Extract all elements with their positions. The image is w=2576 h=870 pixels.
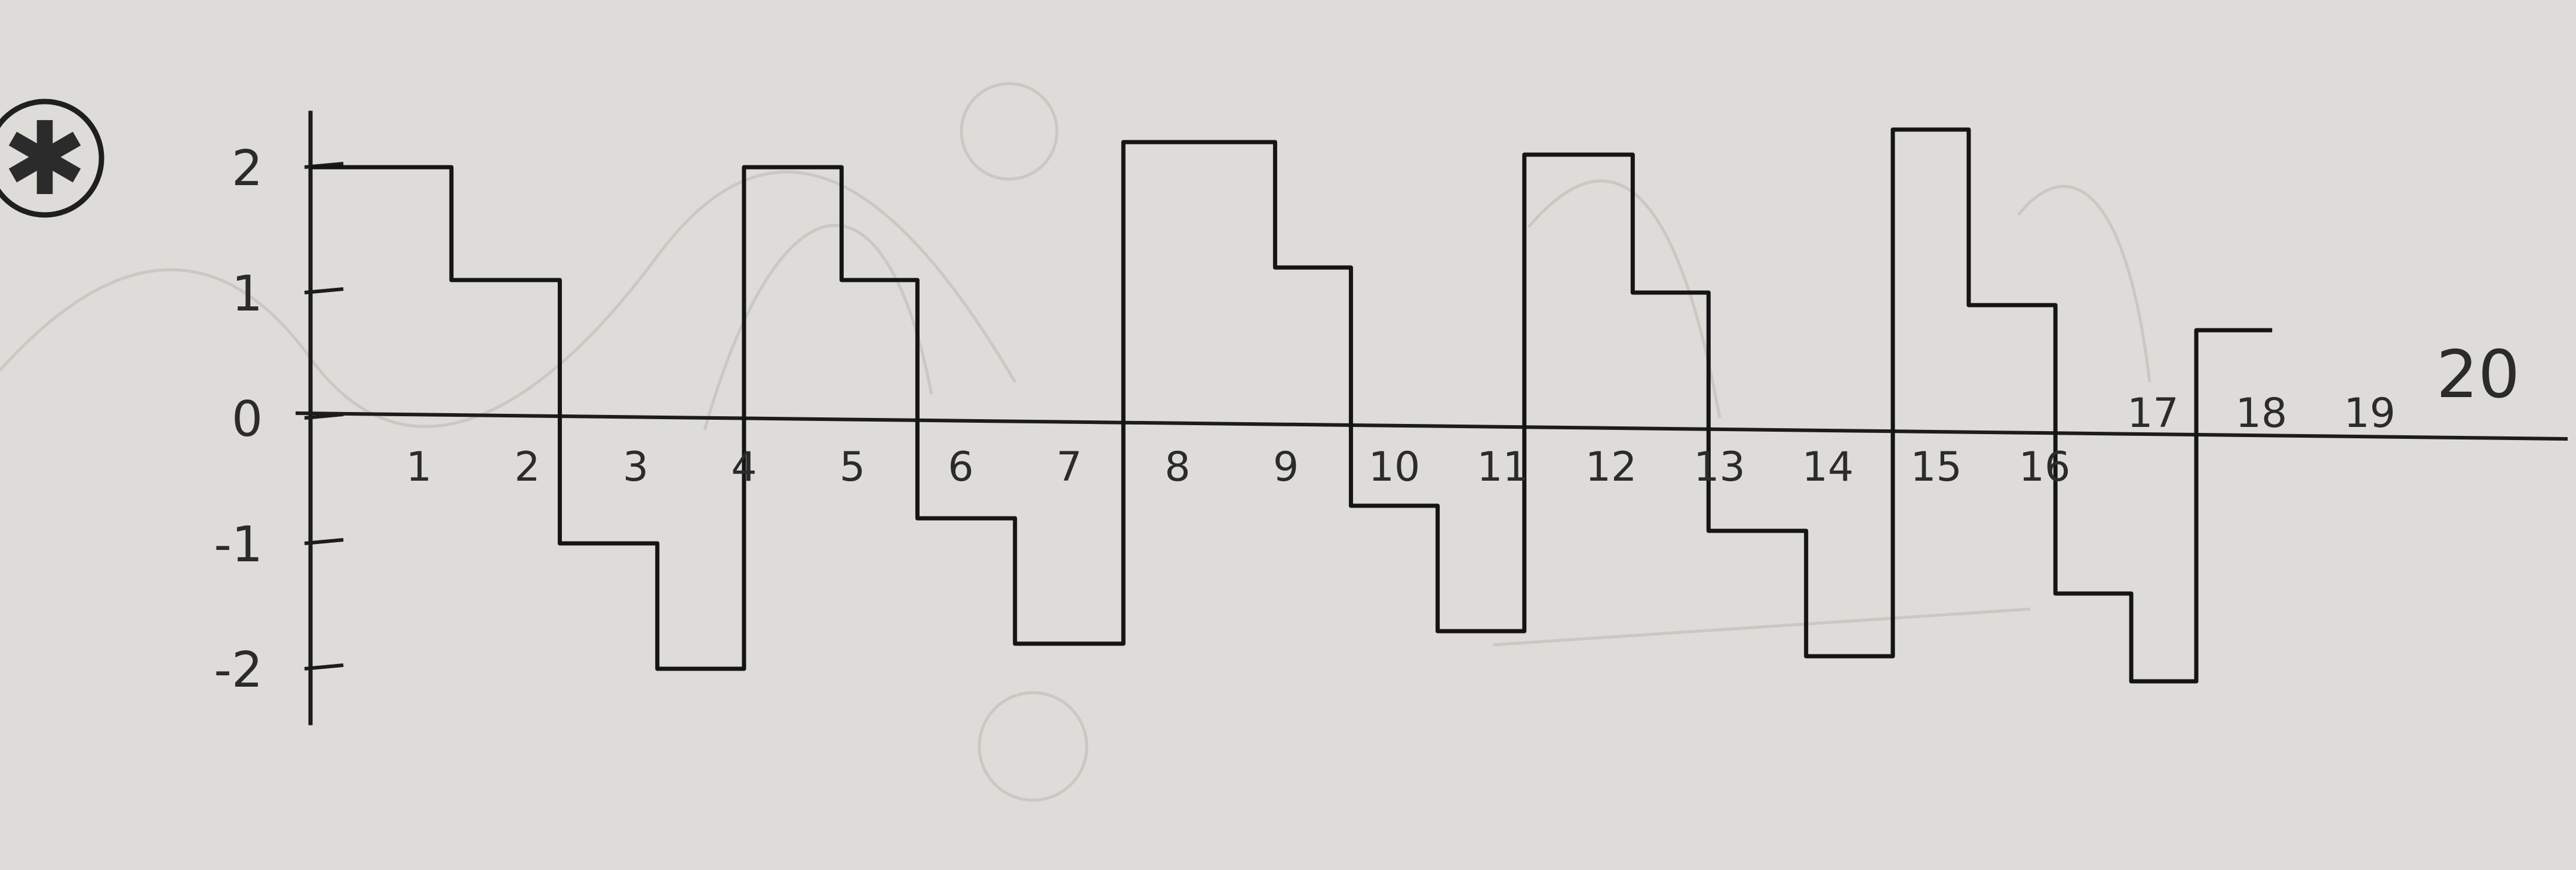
- bleed-through-marks: [0, 82, 2151, 802]
- y-tick-mark: [304, 287, 344, 294]
- y-tick-label: 1: [232, 266, 263, 322]
- x-tick-label: 16: [2019, 444, 2071, 491]
- x-tick-label: 2: [514, 444, 540, 491]
- x-tick-label: 3: [623, 444, 648, 491]
- x-axis-line: [295, 411, 2568, 441]
- y-tick-label: -2: [214, 642, 263, 699]
- series-layer: [311, 127, 2273, 684]
- axes: [295, 110, 2568, 725]
- x-tick-label: 9: [1273, 444, 1299, 491]
- asterisk-annotation: ✱: [0, 99, 104, 219]
- x-tick-label: 11: [1477, 444, 1529, 491]
- x-tick-label: 20: [2436, 336, 2520, 413]
- x-tick-label: 1: [406, 444, 432, 491]
- x-tick-label: 12: [1585, 444, 1637, 491]
- x-tick-label: 6: [948, 444, 973, 491]
- asterisk-symbol: ✱: [2, 100, 87, 219]
- y-tick-label: -1: [214, 517, 263, 573]
- y-tick-mark: [304, 538, 344, 545]
- x-tick-label: 7: [1056, 444, 1082, 491]
- y-tick-mark: [304, 663, 344, 671]
- y-tick-mark: [304, 413, 344, 420]
- x-tick-label: 19: [2344, 390, 2396, 437]
- y-tick-label: 0: [232, 391, 263, 448]
- x-tick-label: 10: [1369, 444, 1421, 491]
- x-tick-label: 15: [1910, 444, 1962, 491]
- x-tick-label: 17: [2127, 390, 2179, 437]
- x-tick-label: 13: [1693, 444, 1745, 491]
- x-tick-label: 4: [731, 444, 757, 491]
- waveform-line: [311, 127, 2273, 684]
- x-tick-label: 18: [2236, 390, 2288, 437]
- x-tick-label: 8: [1164, 444, 1190, 491]
- y-tick-label: 2: [232, 140, 263, 197]
- x-tick-label: 5: [840, 444, 865, 491]
- x-tick-label: 14: [1802, 444, 1854, 491]
